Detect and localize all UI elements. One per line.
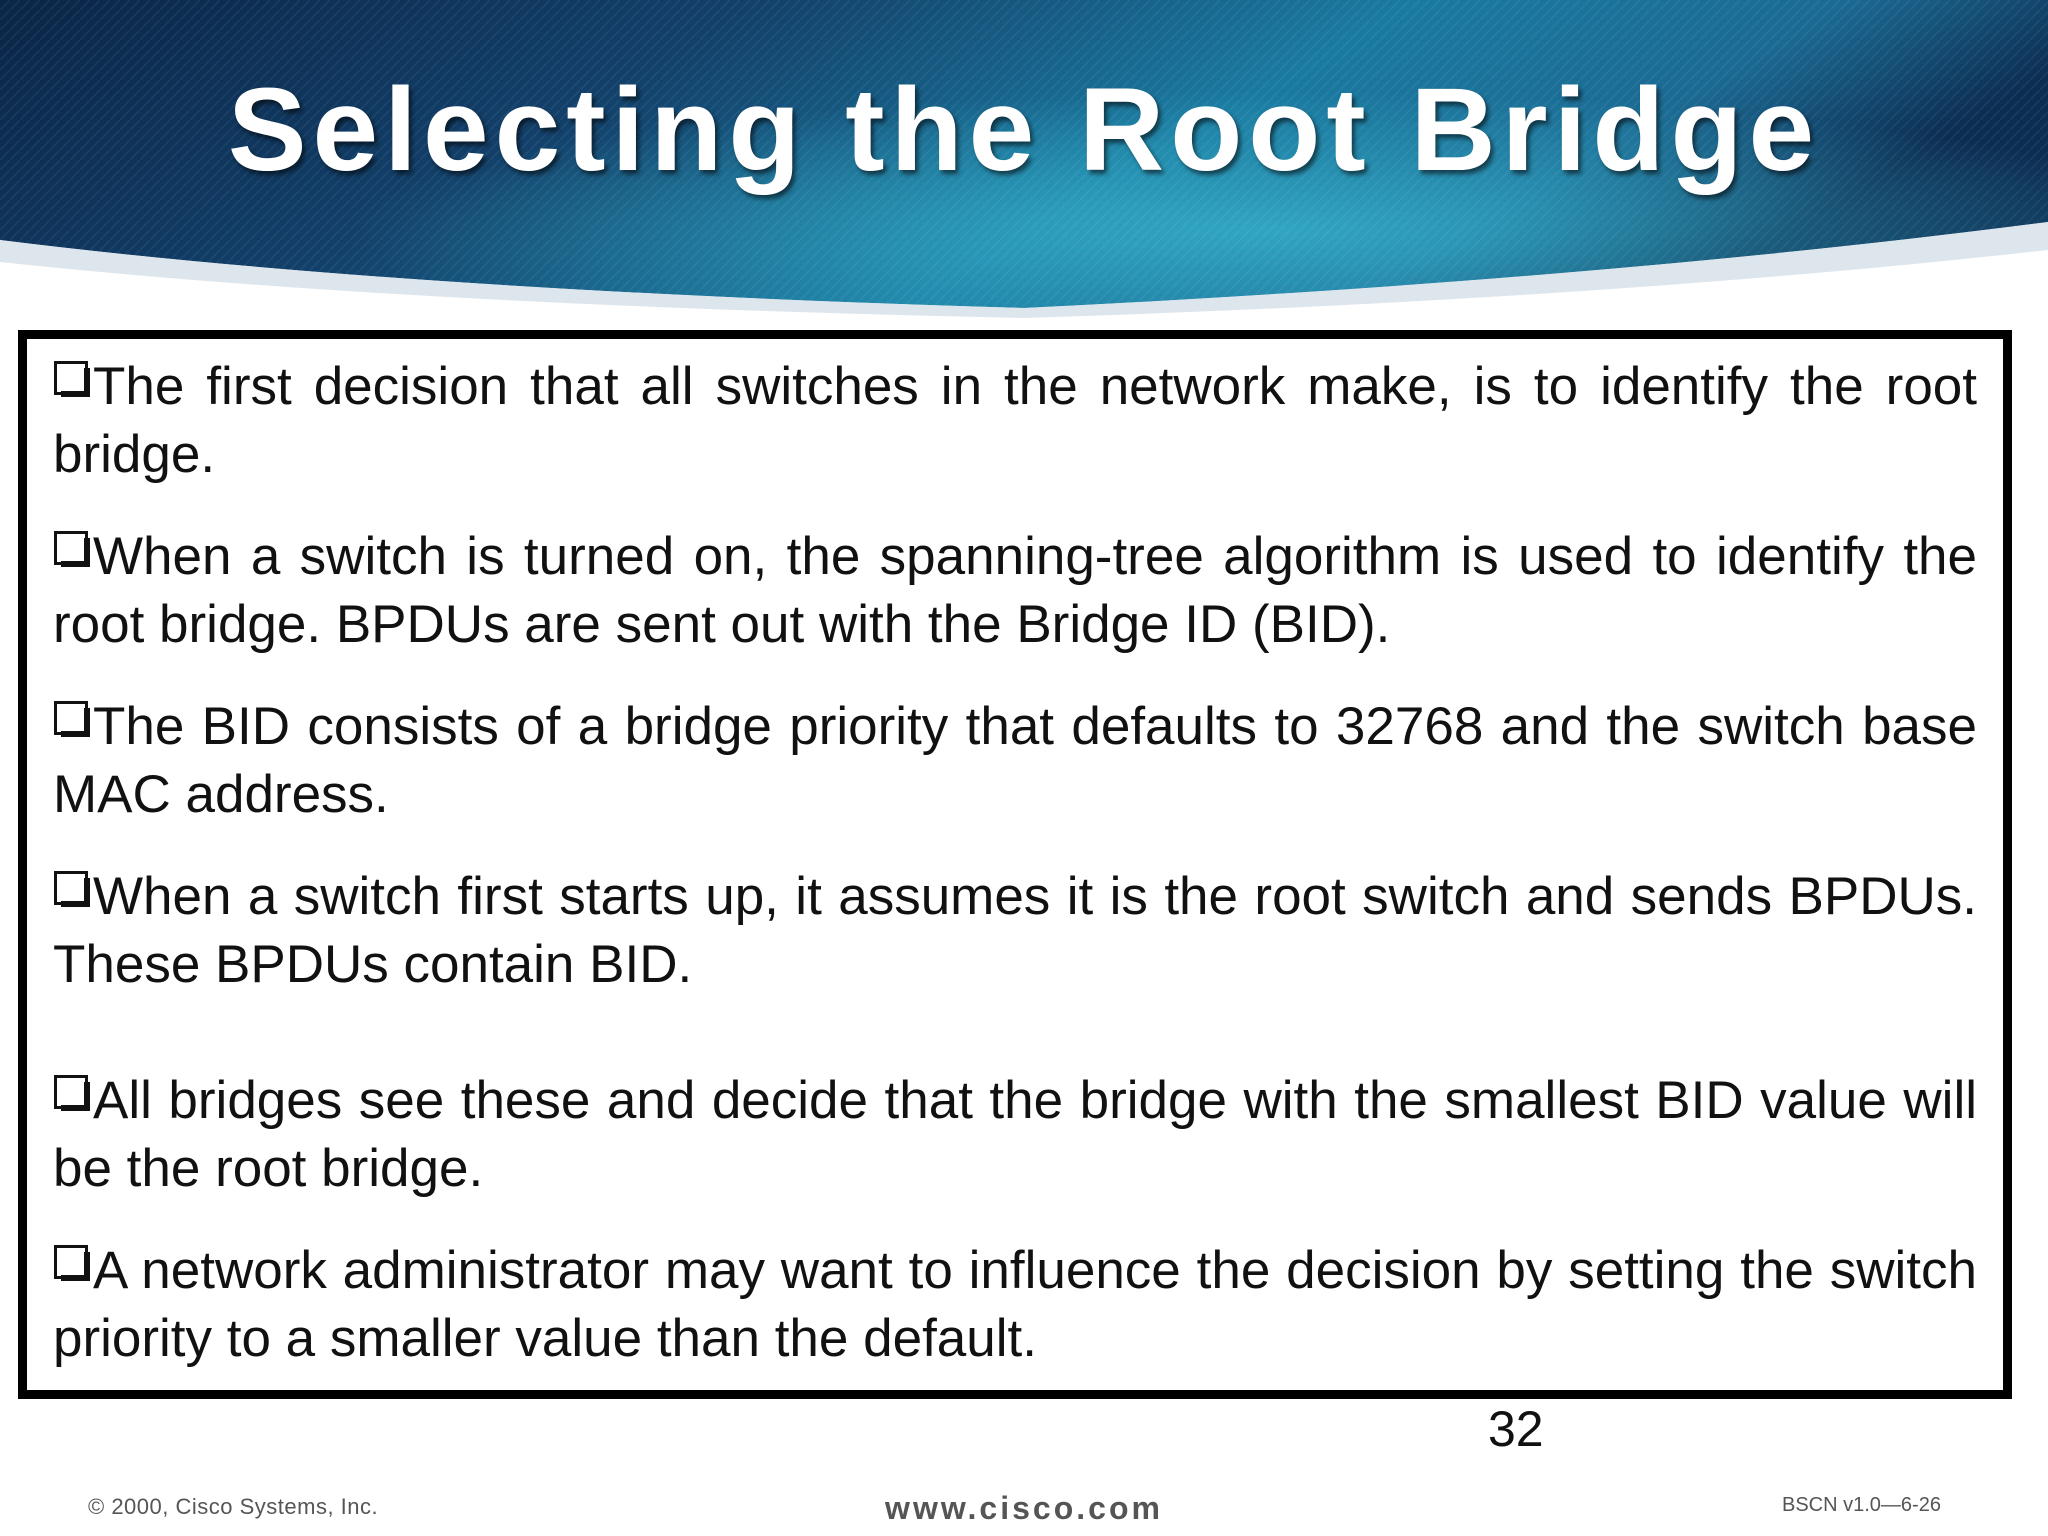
checkbox-bullet-icon xyxy=(53,1074,91,1112)
header-banner-graphic xyxy=(0,0,2048,318)
footer-course-code: BSCN v1.0—6-26 xyxy=(1782,1494,1941,1516)
bullet-item: A network administrator may want to infl… xyxy=(53,1237,1977,1373)
bullet-item: The BID consists of a bridge priority th… xyxy=(53,693,1977,829)
checkbox-bullet-icon xyxy=(53,360,91,398)
bullet-text: The BID consists of a bridge priority th… xyxy=(53,697,1977,824)
bullet-item: All bridges see these and decide that th… xyxy=(53,1067,1977,1203)
checkbox-bullet-icon xyxy=(53,1244,91,1282)
checkbox-bullet-icon xyxy=(53,870,91,908)
checkbox-bullet-icon xyxy=(53,530,91,568)
checkbox-bullet-icon xyxy=(53,700,91,738)
bullet-item: When a switch is turned on, the spanning… xyxy=(53,523,1977,659)
bullet-item: The first decision that all switches in … xyxy=(53,353,1977,489)
content-box: The first decision that all switches in … xyxy=(18,330,2012,1399)
bullet-text: When a switch is turned on, the spanning… xyxy=(53,527,1977,654)
footer-copyright: © 2000, Cisco Systems, Inc. xyxy=(88,1494,379,1519)
bullet-text: When a switch first starts up, it assume… xyxy=(53,867,1977,994)
header-banner xyxy=(0,0,2048,330)
bullet-text: All bridges see these and decide that th… xyxy=(53,1071,1977,1198)
page-number: 32 xyxy=(1488,1401,1544,1457)
slide-title: Selecting the Root Bridge xyxy=(227,64,1821,196)
bullet-text: The first decision that all switches in … xyxy=(53,357,1977,484)
footer-website: www.cisco.com xyxy=(885,1490,1163,1526)
bullet-text: A network administrator may want to infl… xyxy=(53,1241,1977,1368)
bullet-item: When a switch first starts up, it assume… xyxy=(53,863,1977,999)
